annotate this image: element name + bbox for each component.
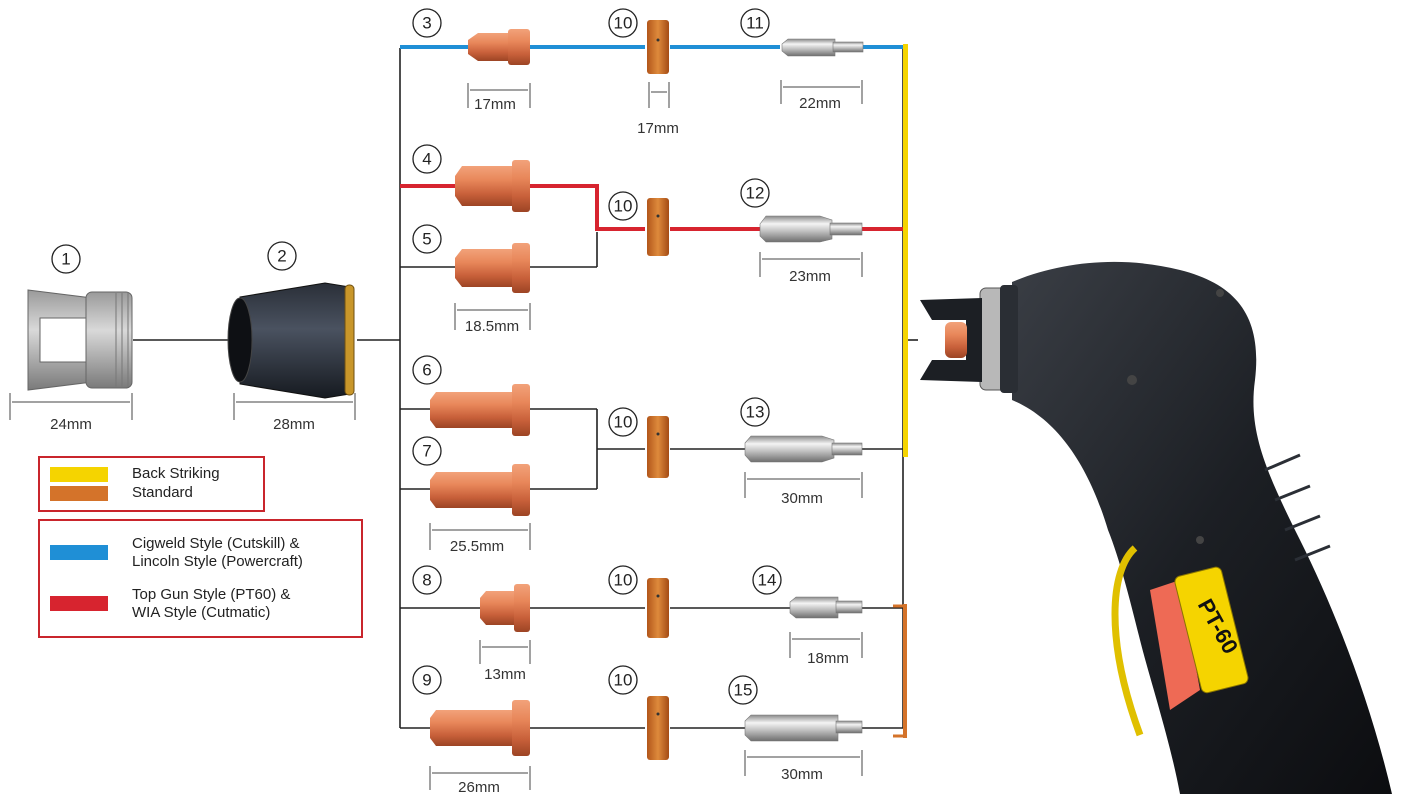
svg-text:11: 11 <box>746 14 764 33</box>
svg-text:2: 2 <box>277 247 286 266</box>
svg-text:3: 3 <box>422 14 431 33</box>
callout-7: 7 <box>413 437 441 465</box>
part-4-tip <box>455 160 530 212</box>
part-15-electrode <box>745 715 862 741</box>
dim-15: 30mm <box>745 750 862 783</box>
svg-text:10: 10 <box>614 413 633 432</box>
plasma-torch-icon: PT-60 <box>920 262 1392 794</box>
dim-12-label: 23mm <box>789 268 831 285</box>
dim-9-label: 26mm <box>458 779 500 794</box>
callout-11: 11 <box>741 9 769 37</box>
swatch-topgun-wia <box>50 596 108 611</box>
dim-15-label: 30mm <box>781 766 823 783</box>
dim-7: 25.5mm <box>430 523 530 555</box>
dim-11-label: 22mm <box>799 95 841 112</box>
legend-label-topgun-wia: Top Gun Style (PT60) & WIA Style (Cutmat… <box>132 586 290 622</box>
svg-text:12: 12 <box>746 184 765 203</box>
dim-2: 28mm <box>234 393 355 433</box>
svg-text:10: 10 <box>614 14 633 33</box>
dim-13-label: 30mm <box>781 490 823 507</box>
callout-4: 4 <box>413 145 441 173</box>
part-10-swirl-ring-row8 <box>647 578 669 638</box>
part-2-shield-cup <box>228 283 354 398</box>
back-striking-bar <box>903 44 908 457</box>
part-3-tip <box>468 29 530 65</box>
svg-text:10: 10 <box>614 571 633 590</box>
part-11-electrode <box>782 39 863 56</box>
part-10-swirl-ring-row3 <box>647 20 669 74</box>
dim-5-label: 18.5mm <box>465 318 519 335</box>
part-5-tip <box>455 243 530 293</box>
svg-text:15: 15 <box>734 681 753 700</box>
part-6-tip <box>430 384 530 436</box>
svg-text:10: 10 <box>614 671 633 690</box>
dim-3-label: 17mm <box>474 96 516 113</box>
dim-11: 22mm <box>781 80 862 112</box>
callout-5: 5 <box>413 225 441 253</box>
swatch-back-striking <box>50 467 108 482</box>
svg-text:13: 13 <box>746 403 765 422</box>
svg-text:1: 1 <box>61 250 70 269</box>
dim-3: 17mm <box>468 83 530 113</box>
part-14-electrode <box>790 597 862 618</box>
part-12-electrode <box>760 216 862 242</box>
callout-10b: 10 <box>609 192 637 220</box>
callout-3: 3 <box>413 9 441 37</box>
svg-text:4: 4 <box>422 150 431 169</box>
svg-text:6: 6 <box>422 361 431 380</box>
legend-label-back-striking: Back Striking <box>132 465 220 483</box>
callout-10c: 10 <box>609 408 637 436</box>
callout-2: 2 <box>268 242 296 270</box>
part-10-swirl-ring-row4 <box>647 198 669 256</box>
legend-label-cigweld-lincoln: Cigweld Style (Cutskill) & Lincoln Style… <box>132 535 303 571</box>
dim-14: 18mm <box>790 632 862 667</box>
dim-2-label: 28mm <box>273 416 315 433</box>
dim-9: 26mm <box>430 766 530 794</box>
dim-8-label: 13mm <box>484 666 526 683</box>
callout-8: 8 <box>413 566 441 594</box>
callout-10d: 10 <box>609 566 637 594</box>
legend-compatibility: Cigweld Style (Cutskill) & Lincoln Style… <box>38 519 363 638</box>
part-9-tip <box>430 700 530 756</box>
dim-5: 18.5mm <box>455 303 530 335</box>
part-7-tip <box>430 464 530 516</box>
standard-bracket <box>893 604 907 738</box>
dim-1: 24mm <box>10 393 132 433</box>
dim-7-label: 25.5mm <box>450 538 504 555</box>
dim-10a-label: 17mm <box>637 120 679 137</box>
swatch-cigweld-lincoln <box>50 545 108 560</box>
swatch-standard <box>50 486 108 501</box>
svg-text:10: 10 <box>614 197 633 216</box>
svg-text:14: 14 <box>758 571 777 590</box>
dim-13: 30mm <box>745 472 862 507</box>
dim-8: 13mm <box>480 640 530 683</box>
svg-text:8: 8 <box>422 571 431 590</box>
callout-1: 1 <box>52 245 80 273</box>
part-1-spacer-guide <box>28 290 132 390</box>
callout-12: 12 <box>741 179 769 207</box>
dim-12: 23mm <box>760 252 862 285</box>
svg-text:5: 5 <box>422 230 431 249</box>
callout-9: 9 <box>413 666 441 694</box>
callout-13: 13 <box>741 398 769 426</box>
callout-10e: 10 <box>609 666 637 694</box>
legend-torch-type: Back Striking Standard <box>38 456 265 512</box>
dim-1-label: 24mm <box>50 416 92 433</box>
callout-15: 15 <box>729 676 757 704</box>
part-8-tip <box>480 584 530 632</box>
callout-6: 6 <box>413 356 441 384</box>
part-13-electrode <box>745 436 862 462</box>
svg-text:7: 7 <box>422 442 431 461</box>
legend-label-standard: Standard <box>132 484 193 502</box>
dim-10a: 17mm <box>637 82 679 137</box>
part-10-swirl-ring-row6 <box>647 416 669 478</box>
dim-14-label: 18mm <box>807 650 849 667</box>
part-10-swirl-ring-row9 <box>647 696 669 760</box>
callout-14: 14 <box>753 566 781 594</box>
callout-10a: 10 <box>609 9 637 37</box>
svg-text:9: 9 <box>422 671 431 690</box>
